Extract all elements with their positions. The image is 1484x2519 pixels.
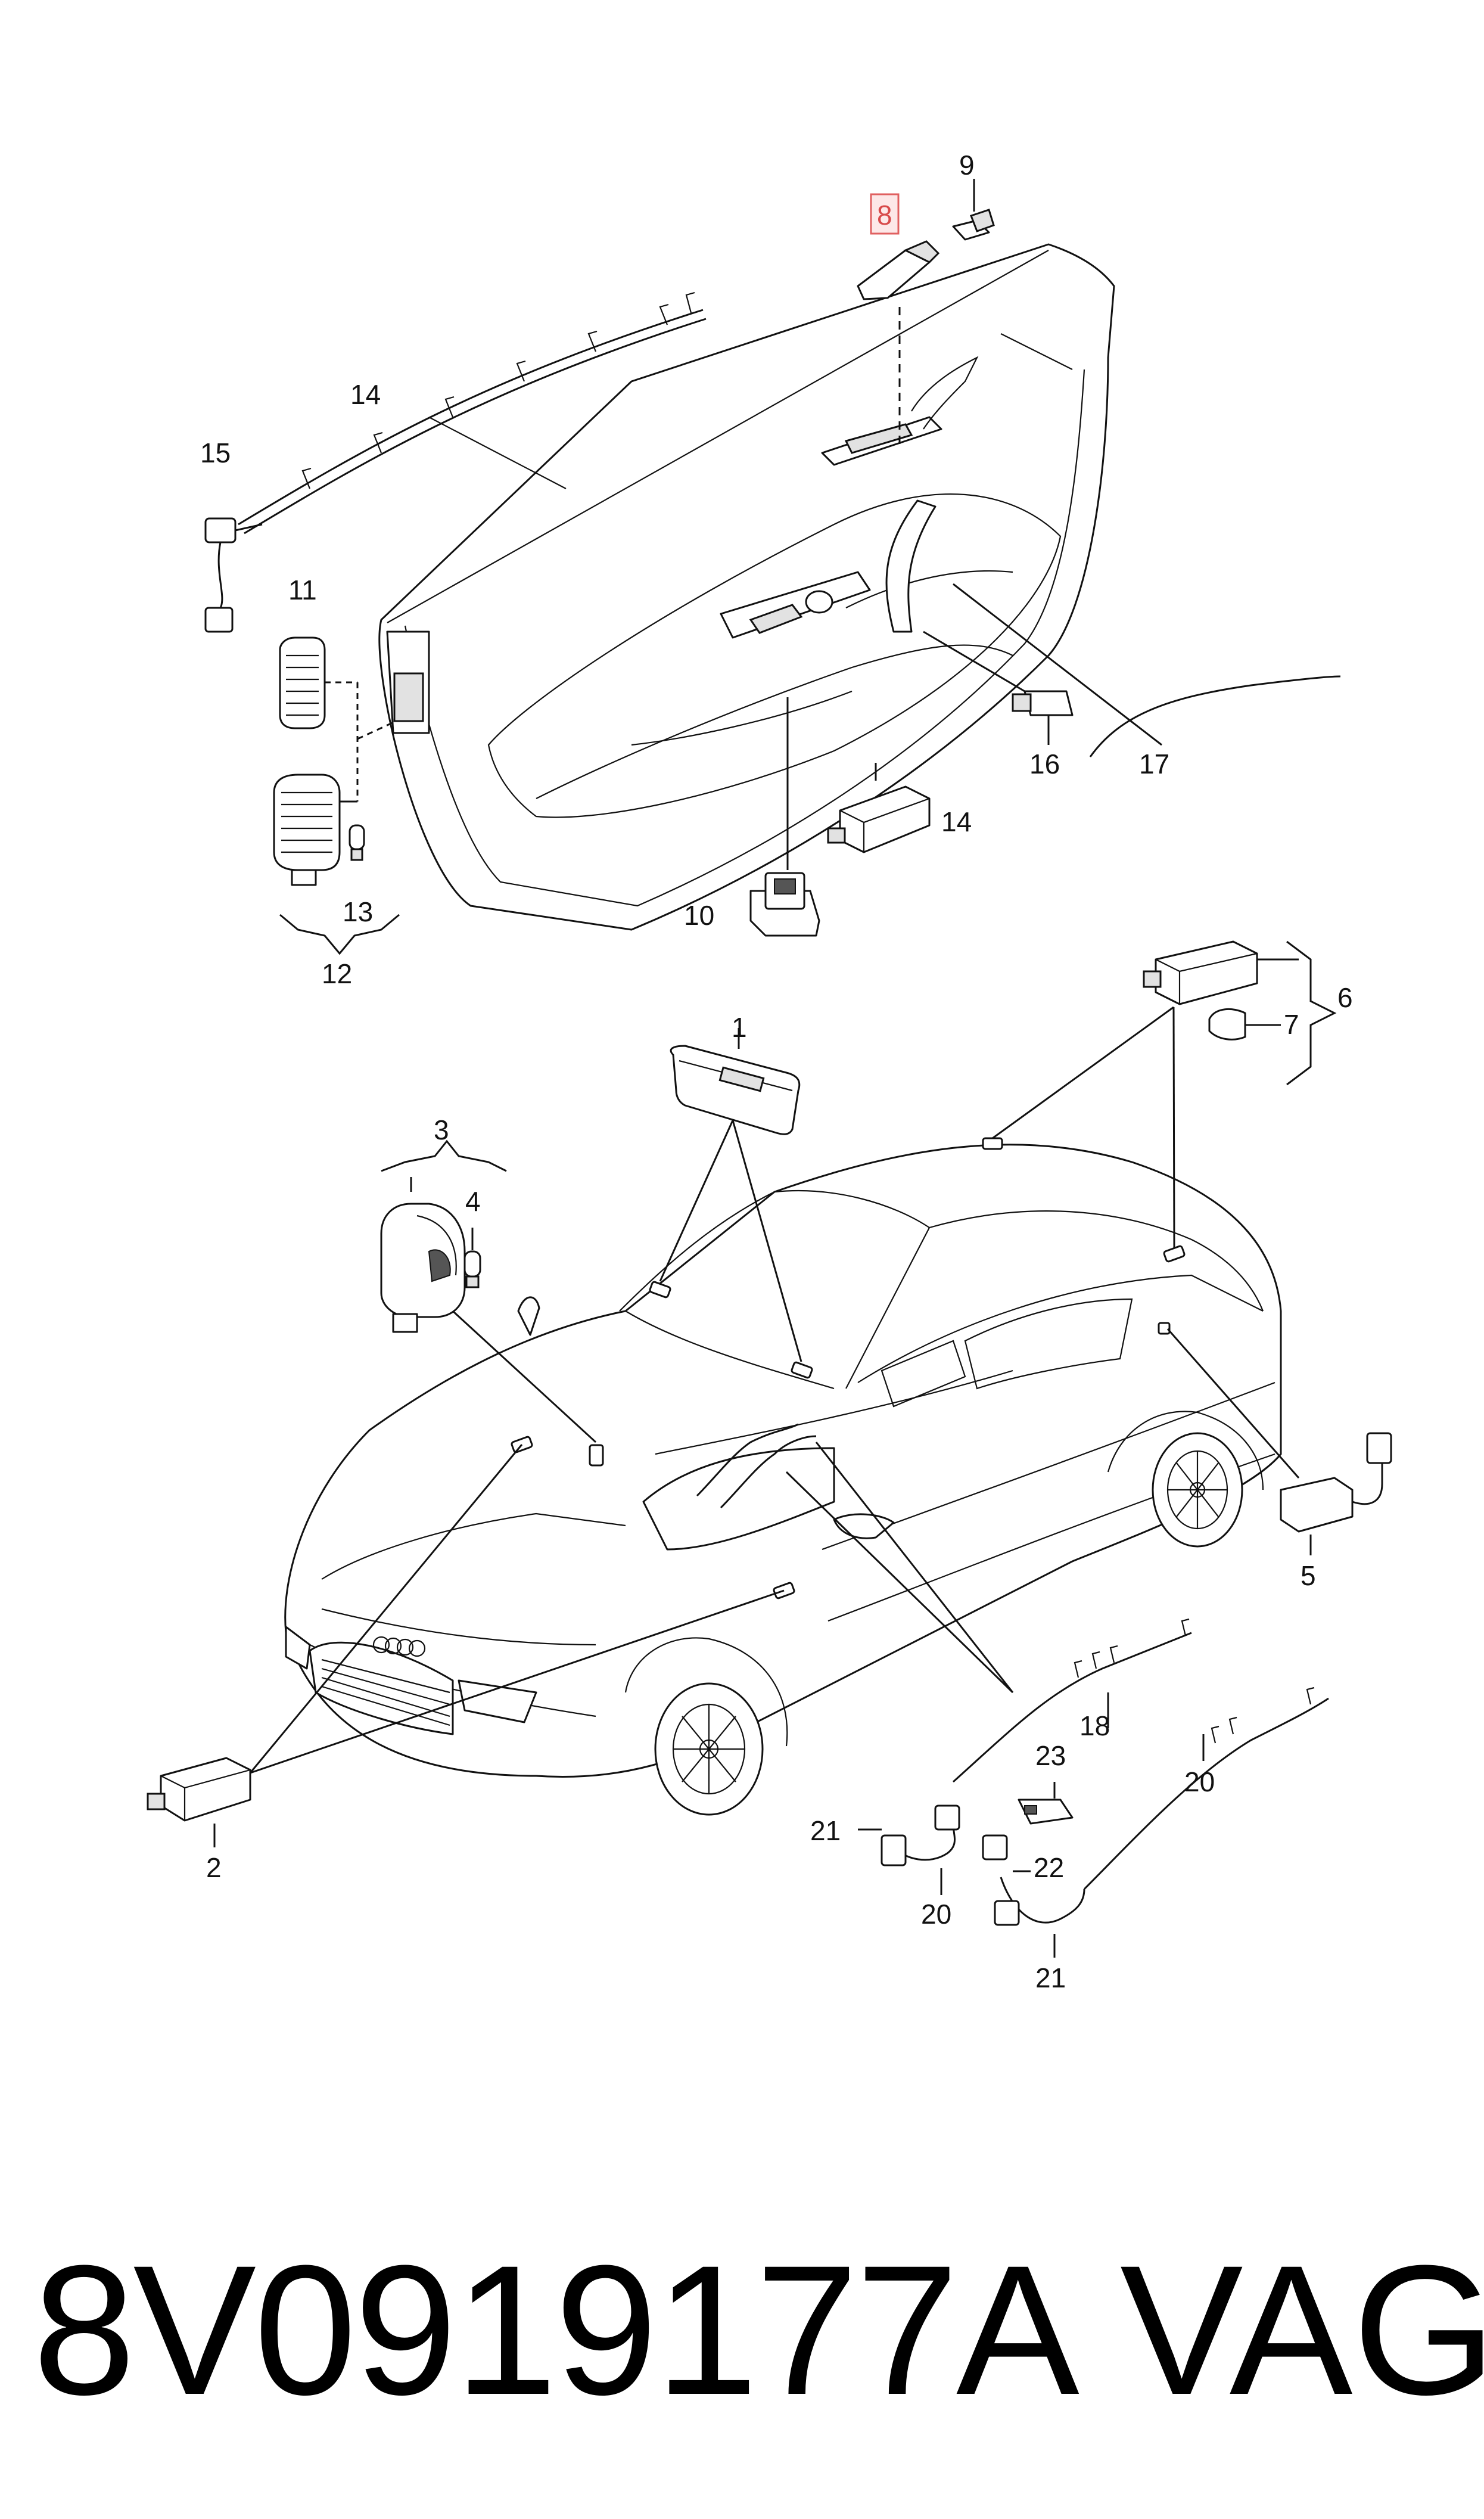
callout-7: 7	[1284, 1009, 1299, 1040]
part-9-bulb	[952, 179, 995, 241]
callout-21a: 20	[921, 1899, 951, 1930]
part-5-lamp	[1166, 1328, 1392, 1555]
callout-17: 16	[1029, 748, 1060, 779]
part-14-module	[827, 763, 931, 853]
callout-12: 12	[322, 958, 352, 989]
callout-1: 1	[732, 1012, 747, 1043]
callout-8-highlight: 8	[870, 193, 900, 235]
brand-name: VAG	[1120, 2226, 1484, 2433]
part-16-connector	[204, 517, 263, 633]
rear-wheel	[1107, 1411, 1264, 1548]
callout-20b: 20	[1184, 1766, 1215, 1797]
callout-23: 23	[1035, 1740, 1066, 1771]
callout-18: 17	[1139, 748, 1169, 779]
callout-21b: 21	[1035, 1962, 1066, 1993]
bracket-12	[279, 914, 400, 955]
part-4-bulb	[463, 1228, 481, 1288]
part-20-harness	[785, 1442, 1329, 1890]
callout-9: 9	[959, 150, 975, 181]
callout-6: 6	[1337, 982, 1353, 1013]
callout-10: 10	[684, 900, 714, 931]
callout-11: 11	[288, 574, 317, 605]
part-6-rear-lamp	[992, 940, 1337, 1249]
callout-13: 13	[343, 896, 373, 927]
part-23-plug	[1018, 1782, 1074, 1825]
part-22-connector	[858, 1804, 1031, 1926]
callout-14: 14	[941, 806, 972, 837]
part-15-light-guide	[238, 291, 707, 535]
door-trim-panel	[378, 243, 1115, 931]
parts-diagram: 8 9 14 15 11 13 12 10 14 16 17 1 6 7 3 4…	[147, 150, 1392, 1993]
callout-4: 4	[465, 1186, 481, 1217]
part-number: 8V0919177A	[33, 2226, 1079, 2433]
part-17-connector	[923, 630, 1074, 745]
callout-2: 2	[206, 1852, 222, 1883]
part-13-bulb	[349, 824, 365, 861]
part-12-lamp-housing	[273, 682, 397, 886]
part-7-bulb	[1208, 1008, 1281, 1040]
callout-8: 8	[877, 200, 892, 231]
callout-15: 14	[350, 379, 381, 410]
car-lamp-markers	[511, 1137, 1186, 1599]
callout-16: 15	[200, 437, 231, 468]
front-wheel	[624, 1637, 788, 1816]
part-10-switch	[749, 697, 820, 937]
callout-22a: 21	[810, 1815, 841, 1846]
callout-5: 5	[1301, 1560, 1316, 1591]
part-2-lamp	[147, 1444, 785, 1847]
part-3-lamp-housing	[380, 1139, 597, 1443]
part-18-cable	[953, 583, 1341, 757]
part-11-lamp-lens	[279, 636, 357, 729]
callout-3: 3	[434, 1114, 449, 1145]
grille	[309, 1641, 454, 1735]
part-8-switch	[857, 240, 940, 447]
part-1-interior-lamp	[659, 1028, 802, 1362]
callout-20a: 18	[1079, 1710, 1110, 1741]
callout-22b: 22	[1034, 1852, 1064, 1883]
audi-rings-logo	[372, 1636, 426, 1657]
interior-wiring	[642, 1423, 835, 1551]
